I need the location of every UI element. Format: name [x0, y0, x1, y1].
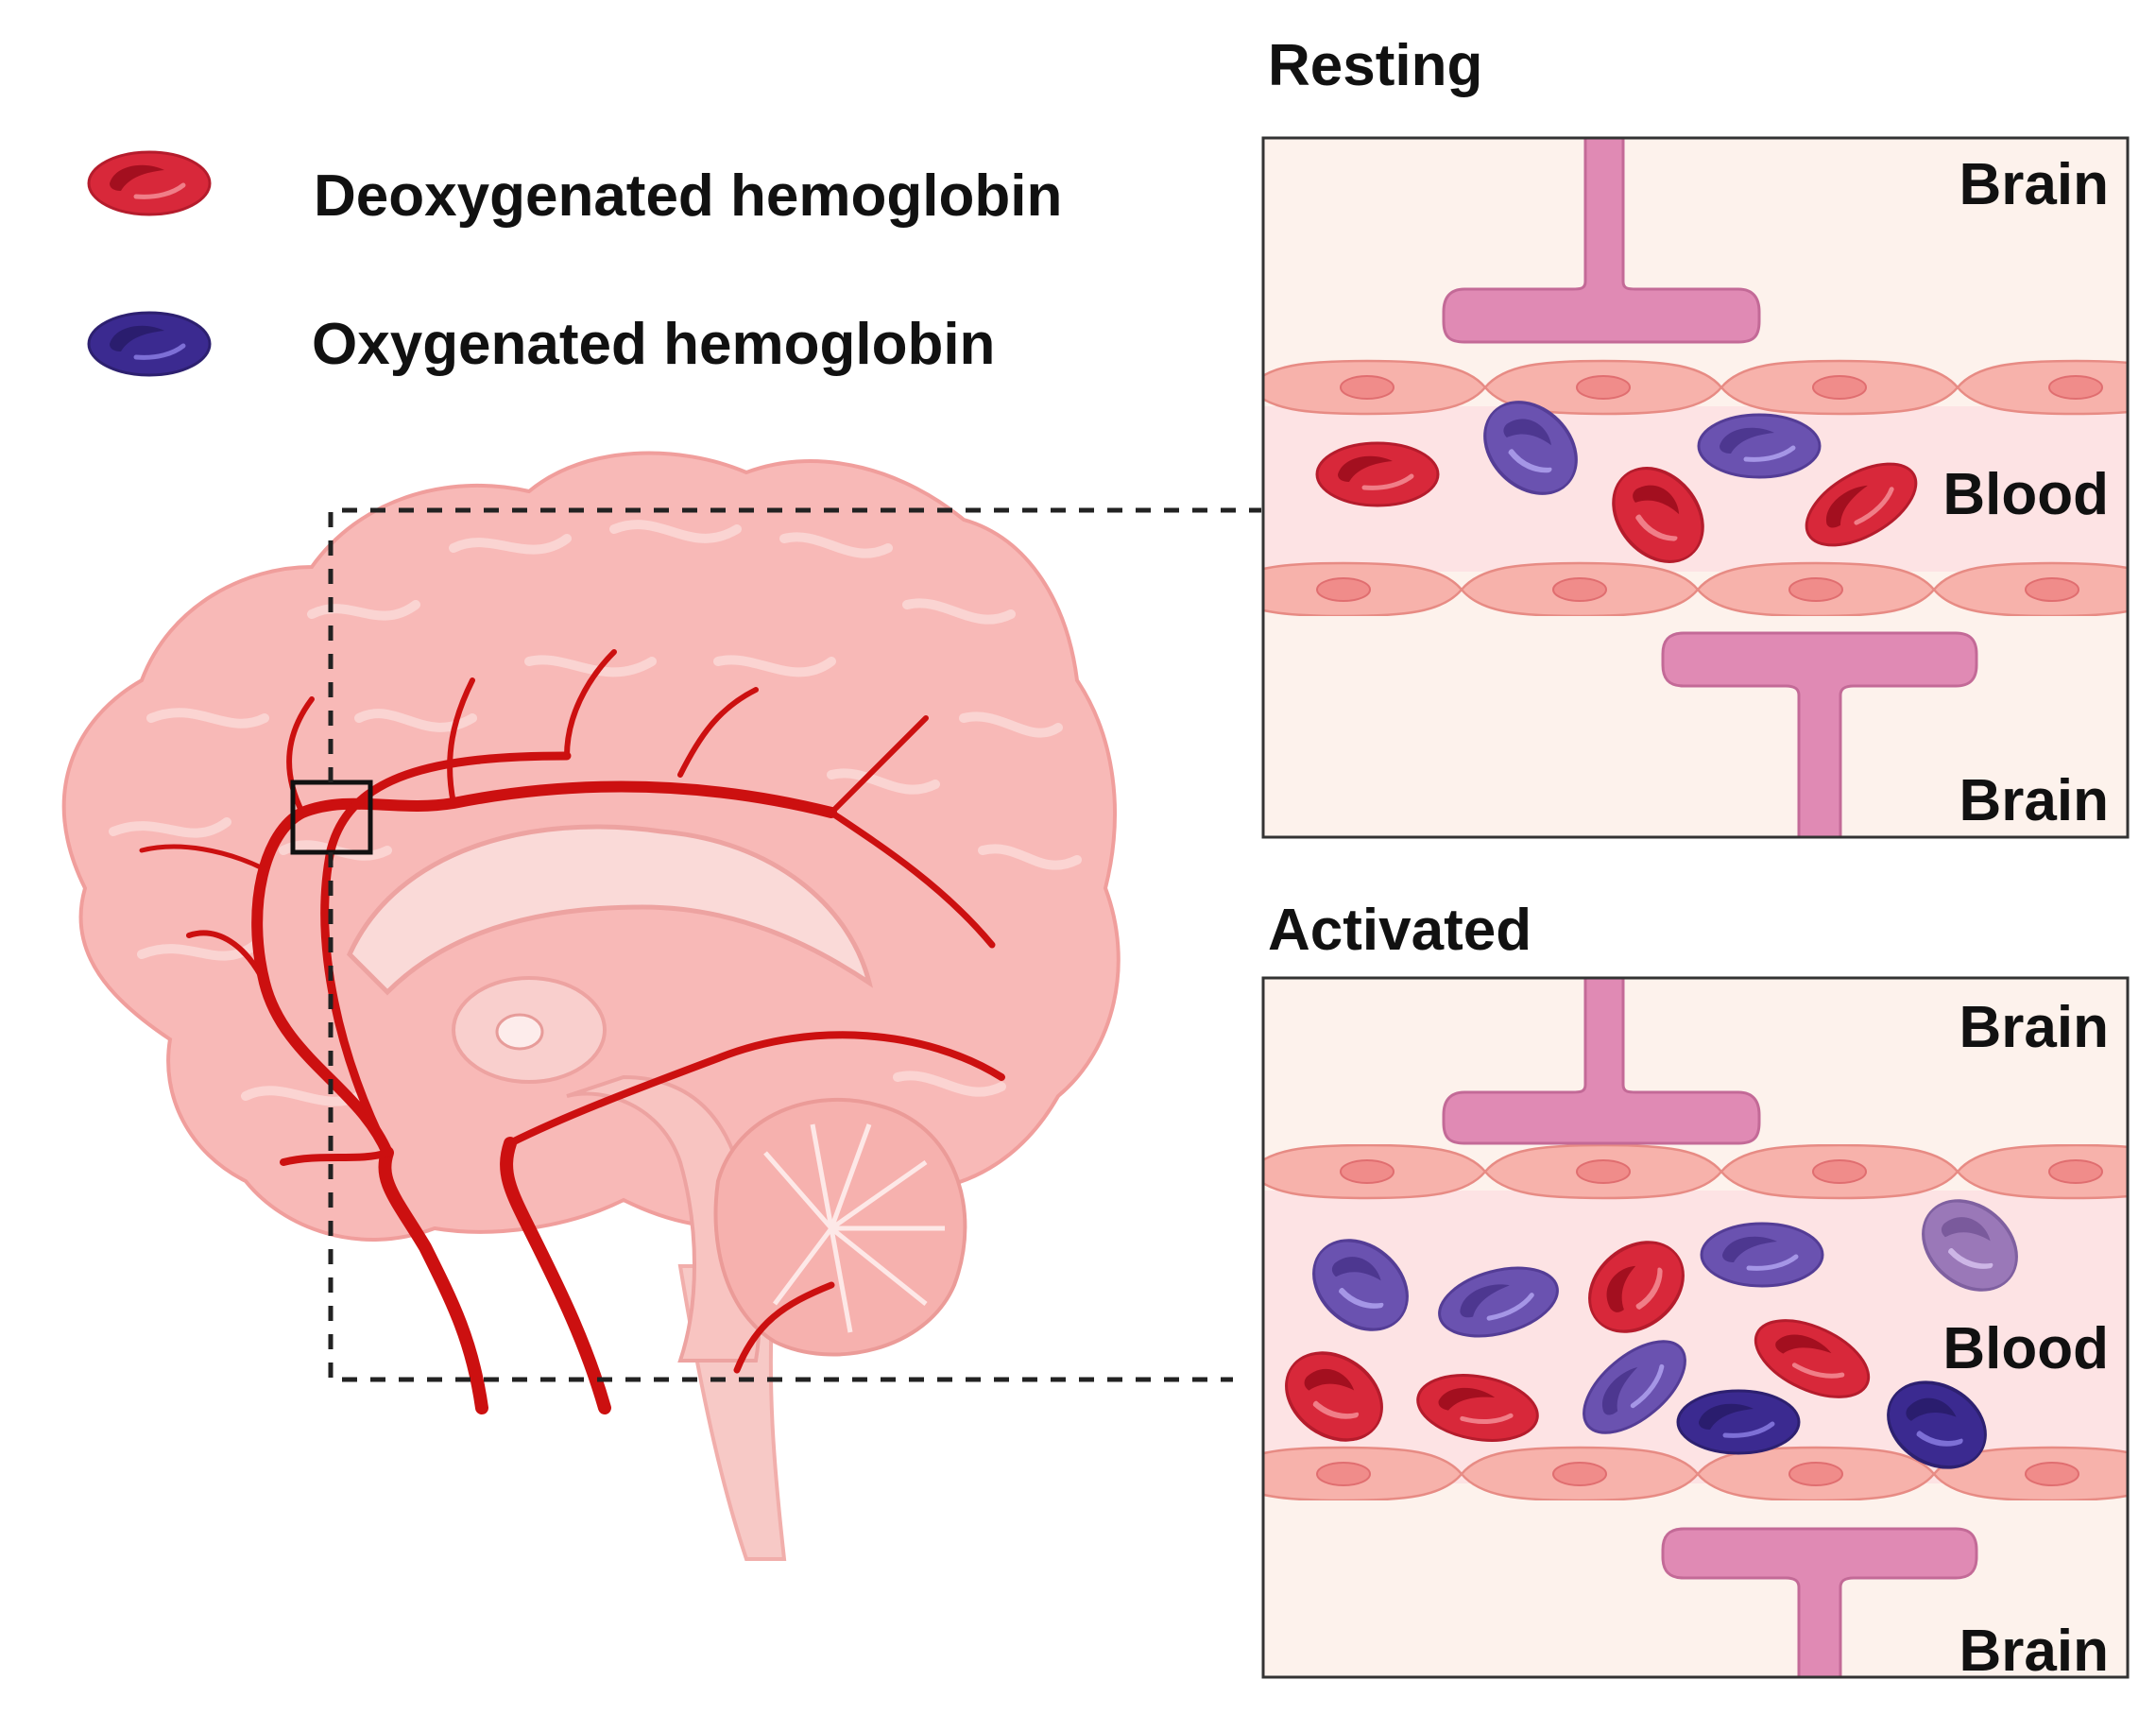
- label-brain-bottom-activated: Brain: [1959, 1619, 2109, 1684]
- cerebral-arteries: [139, 649, 1005, 1414]
- neuron-terminal-icon: [1442, 138, 1761, 344]
- oxygenated-rbc-icon: [89, 313, 210, 375]
- label-blood-activated: Blood: [1942, 1316, 2109, 1381]
- rbc-icon: [1699, 415, 1820, 477]
- rbc-icon: [1702, 1224, 1822, 1286]
- label-blood-resting: Blood: [1942, 462, 2109, 527]
- gyri: [109, 520, 1082, 1106]
- neuron-terminal-icon: [1661, 631, 1978, 837]
- brainstem: [566, 1074, 761, 1363]
- neuron-terminal-icon: [1661, 1527, 1978, 1677]
- activated-panel: Brain Blood Brain: [1261, 976, 2130, 1684]
- legend-label-oxygenated: Oxygenated hemoglobin: [312, 312, 995, 377]
- label-brain-bottom-resting: Brain: [1959, 768, 2109, 833]
- legend-item-oxygenated: Oxygenated hemoglobin: [89, 312, 995, 377]
- zoom-connector: [328, 507, 1261, 1382]
- legend: Deoxygenated hemoglobin Oxygenated hemog…: [89, 152, 1062, 377]
- rbc-icon: [1317, 443, 1438, 506]
- legend-label-deoxygenated: Deoxygenated hemoglobin: [314, 163, 1062, 229]
- deoxygenated-rbc-icon: [89, 152, 210, 214]
- label-brain-top-activated: Brain: [1959, 995, 2109, 1060]
- panel-title-activated: Activated: [1268, 898, 1531, 963]
- legend-item-deoxygenated: Deoxygenated hemoglobin: [89, 152, 1062, 229]
- neuron-terminal-icon: [1442, 978, 1761, 1145]
- resting-panel: Brain Blood Brain: [1261, 136, 2130, 839]
- brain-illustration: [61, 451, 1121, 1561]
- label-brain-top-resting: Brain: [1959, 152, 2109, 217]
- rbc-icon: [1678, 1391, 1799, 1453]
- arbor-vitae: [763, 1123, 945, 1333]
- corpus-callosum: [347, 824, 873, 996]
- panel-title-resting: Resting: [1268, 33, 1482, 98]
